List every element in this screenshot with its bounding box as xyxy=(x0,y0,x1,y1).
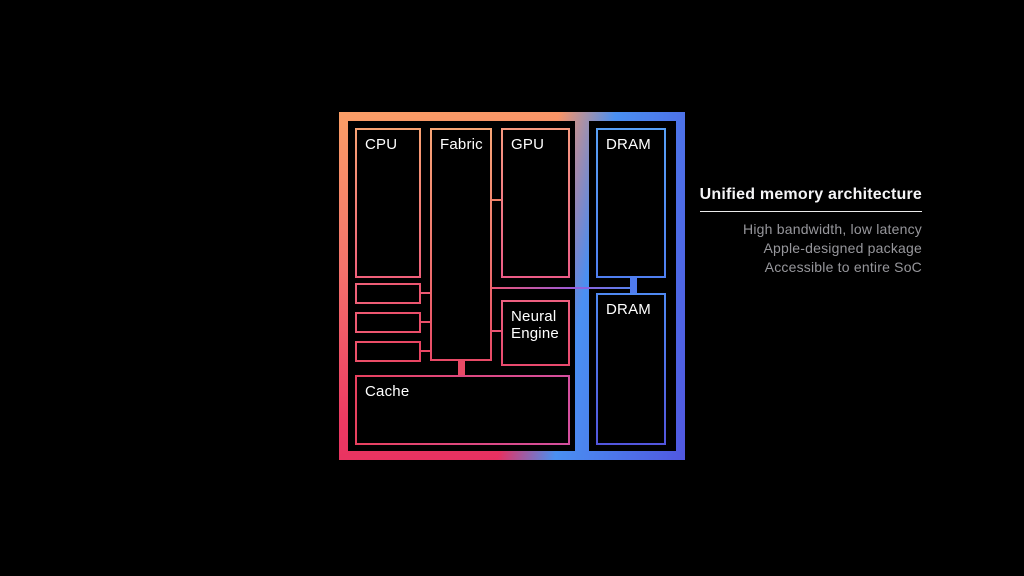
gpu-label: GPU xyxy=(511,136,545,153)
fabric-label: Fabric xyxy=(440,136,483,153)
neural-engine-block: Neural Engine xyxy=(501,300,570,366)
connector-fabric-cache xyxy=(458,361,465,375)
connector-fabric-neural xyxy=(492,330,501,332)
dram-bottom-block: DRAM xyxy=(596,293,666,445)
dram-top-label: DRAM xyxy=(606,136,651,153)
connector-fabric-dram xyxy=(492,287,637,289)
small-block-2 xyxy=(355,312,421,333)
callout-points: High bandwidth, low latency Apple-design… xyxy=(700,220,922,277)
cache-block: Cache xyxy=(355,375,570,445)
callout-point: Apple-designed package xyxy=(763,240,922,256)
callout-title: Unified memory architecture xyxy=(699,186,922,212)
cache-label: Cache xyxy=(365,383,410,400)
callout: Unified memory architecture High bandwid… xyxy=(699,186,922,277)
dram-bottom-label: DRAM xyxy=(606,301,651,318)
connector-small-block-3 xyxy=(421,350,430,352)
callout-point: Accessible to entire SoC xyxy=(764,259,922,275)
small-block-3 xyxy=(355,341,421,362)
callout-point: High bandwidth, low latency xyxy=(743,221,922,237)
gpu-block: GPU xyxy=(501,128,570,278)
fabric-block: Fabric xyxy=(430,128,492,361)
neural-engine-label: Neural Engine xyxy=(511,308,559,343)
cpu-label: CPU xyxy=(365,136,398,153)
connector-fabric-gpu xyxy=(492,199,501,201)
connector-small-block-2 xyxy=(421,321,430,323)
small-block-1 xyxy=(355,283,421,304)
connector-dram-stub xyxy=(630,278,637,293)
cpu-block: CPU xyxy=(355,128,421,278)
connector-small-block-1 xyxy=(421,292,430,294)
dram-top-block: DRAM xyxy=(596,128,666,278)
chip-diagram: CPU Fabric GPU DRAM Neural Engine Cache … xyxy=(339,112,685,460)
